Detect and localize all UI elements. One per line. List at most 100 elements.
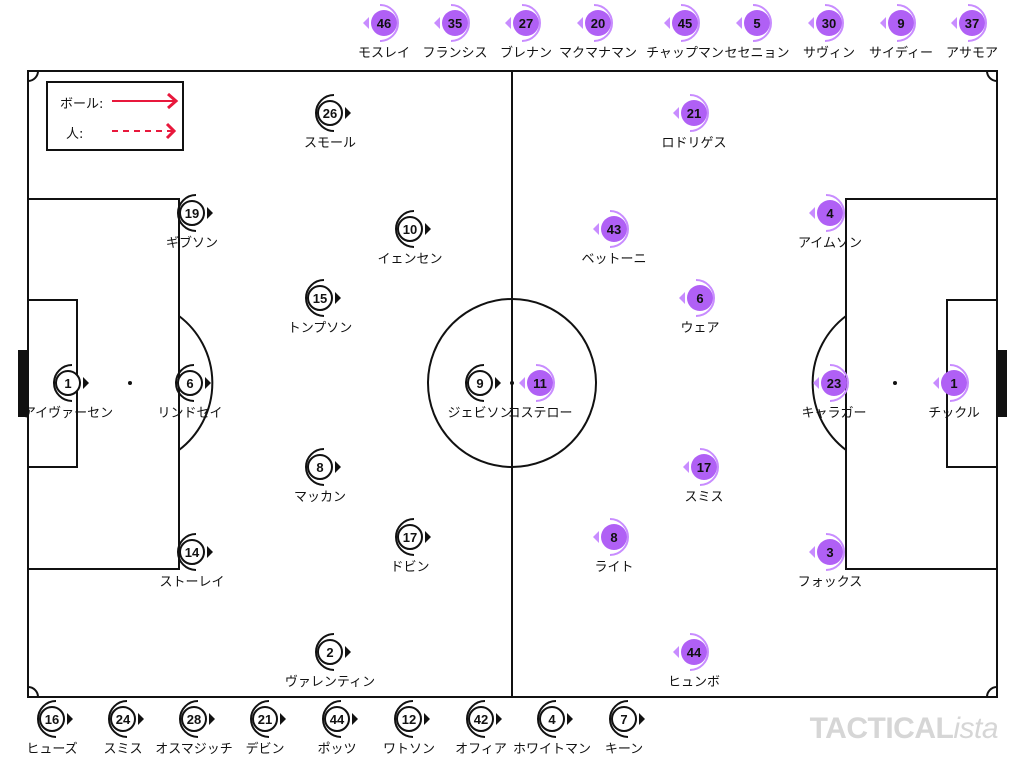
home-player-marker[interactable]: 7 xyxy=(609,700,645,738)
away-player-marker[interactable]: 30 xyxy=(808,4,844,42)
away-player-marker[interactable]: 6 xyxy=(679,279,715,317)
home-player-marker[interactable]: 2 xyxy=(315,633,351,671)
player-name: ヒュンボ xyxy=(667,675,721,690)
player-name: ロドリゲス xyxy=(661,136,727,151)
direction-arrow-icon xyxy=(280,713,286,725)
player-circle xyxy=(181,706,207,732)
home-player-marker[interactable]: 19 xyxy=(177,194,213,232)
orientation-arc xyxy=(825,194,845,232)
direction-arrow-icon xyxy=(639,713,645,725)
direction-arrow-icon xyxy=(138,713,144,725)
direction-arrow-icon xyxy=(209,713,215,725)
orientation-arc xyxy=(949,364,969,402)
orientation-arc xyxy=(108,700,128,738)
orientation-arc xyxy=(609,210,629,248)
player-circle xyxy=(397,216,423,242)
home-player-marker[interactable]: 26 xyxy=(315,94,351,132)
player-number: 21 xyxy=(258,712,272,727)
away-player-marker[interactable]: 45 xyxy=(664,4,700,42)
orientation-arc xyxy=(394,700,414,738)
home-player-marker[interactable]: 6 xyxy=(175,364,211,402)
player-name: キャラガー xyxy=(801,406,867,421)
home-player-marker[interactable]: 42 xyxy=(466,700,502,738)
direction-arrow-icon xyxy=(335,292,341,304)
orientation-arc xyxy=(824,4,844,42)
away-player-marker[interactable]: 37 xyxy=(951,4,987,42)
away-player-marker[interactable]: 44 xyxy=(673,633,709,671)
orientation-arc xyxy=(829,364,849,402)
direction-arrow-icon xyxy=(813,377,819,389)
direction-arrow-icon xyxy=(345,646,351,658)
player-name: ヒューズ xyxy=(26,742,78,757)
player-name: ストーレイ xyxy=(159,575,225,590)
player-number: 46 xyxy=(377,16,391,31)
orientation-arc xyxy=(967,4,987,42)
player-name: スミス xyxy=(684,490,724,505)
away-player-marker[interactable]: 5 xyxy=(736,4,772,42)
direction-arrow-icon xyxy=(673,107,679,119)
direction-arrow-icon xyxy=(424,713,430,725)
away-player-marker[interactable]: 46 xyxy=(363,4,399,42)
player-circle xyxy=(527,370,553,396)
away-player-marker[interactable]: 1 xyxy=(933,364,969,402)
away-player-marker[interactable]: 11 xyxy=(519,364,555,402)
home-player-marker[interactable]: 24 xyxy=(108,700,144,738)
player-name: ウェア xyxy=(680,321,720,336)
orientation-arc xyxy=(752,4,772,42)
away-player-marker[interactable]: 9 xyxy=(880,4,916,42)
direction-arrow-icon xyxy=(679,292,685,304)
away-player-marker[interactable]: 21 xyxy=(673,94,709,132)
player-name: ドビン xyxy=(390,560,430,575)
player-name: フランシス xyxy=(422,46,488,61)
player-circle xyxy=(816,10,842,36)
player-circle xyxy=(307,454,333,480)
player-circle xyxy=(959,10,985,36)
away-player-marker[interactable]: 8 xyxy=(593,518,629,556)
orientation-arc xyxy=(609,700,629,738)
away-player-marker[interactable]: 43 xyxy=(593,210,629,248)
away-player-marker[interactable]: 20 xyxy=(577,4,613,42)
center-spot xyxy=(510,381,514,385)
player-name: キーン xyxy=(604,742,644,757)
orientation-arc xyxy=(825,533,845,571)
player-number: 20 xyxy=(591,16,605,31)
away-player-marker[interactable]: 3 xyxy=(809,533,845,571)
player-circle xyxy=(687,285,713,311)
home-player-marker[interactable]: 4 xyxy=(537,700,573,738)
player-circle xyxy=(371,10,397,36)
away-player-marker[interactable]: 27 xyxy=(505,4,541,42)
home-player-marker[interactable]: 15 xyxy=(305,279,341,317)
orientation-arc xyxy=(609,518,629,556)
ball-arrow-icon xyxy=(112,92,179,110)
orientation-arc xyxy=(315,633,335,671)
player-circle xyxy=(317,639,343,665)
player-name: ジェビソン xyxy=(447,406,513,421)
away-player-marker[interactable]: 17 xyxy=(683,448,719,486)
player-circle xyxy=(252,706,278,732)
home-player-marker[interactable]: 1 xyxy=(53,364,89,402)
home-player-marker[interactable]: 21 xyxy=(250,700,286,738)
home-player-marker[interactable]: 10 xyxy=(395,210,431,248)
player-circle xyxy=(601,524,627,550)
home-player-marker[interactable]: 44 xyxy=(322,700,358,738)
player-circle xyxy=(611,706,637,732)
orientation-arc xyxy=(450,4,470,42)
player-circle xyxy=(110,706,136,732)
away-player-marker[interactable]: 23 xyxy=(813,364,849,402)
away-player-marker[interactable]: 35 xyxy=(434,4,470,42)
home-player-marker[interactable]: 8 xyxy=(305,448,341,486)
away-player-marker[interactable]: 4 xyxy=(809,194,845,232)
home-player-marker[interactable]: 28 xyxy=(179,700,215,738)
player-number: 8 xyxy=(316,460,323,475)
player-number: 42 xyxy=(474,712,488,727)
home-player-marker[interactable]: 16 xyxy=(37,700,73,738)
home-player-marker[interactable]: 17 xyxy=(395,518,431,556)
right-goal xyxy=(997,350,1007,417)
player-name: フォックス xyxy=(797,575,863,590)
home-player-marker[interactable]: 14 xyxy=(177,533,213,571)
player-number: 43 xyxy=(607,222,621,237)
orientation-arc xyxy=(37,700,57,738)
home-player-marker[interactable]: 12 xyxy=(394,700,430,738)
home-player-marker[interactable]: 9 xyxy=(465,364,501,402)
player-number: 17 xyxy=(403,530,417,545)
